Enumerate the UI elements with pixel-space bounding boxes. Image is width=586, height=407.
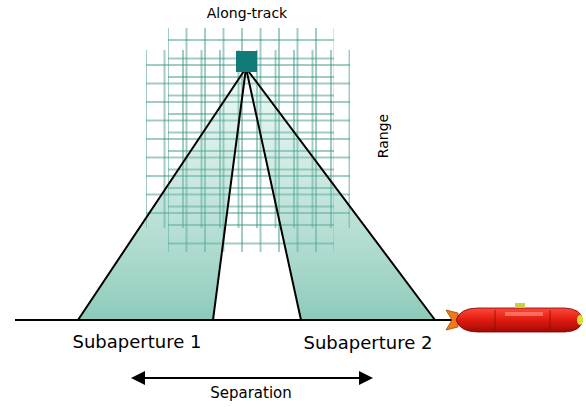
separation-arrow (131, 371, 373, 385)
axis-label: Range (376, 114, 390, 158)
beam-left (78, 68, 246, 320)
target-pixel (236, 51, 257, 72)
subaperture-label: Subaperture 2 (304, 334, 433, 352)
subaperture-label: Subaperture 1 (73, 333, 202, 351)
auv-vehicle (446, 303, 583, 332)
dimension-label: Separation (210, 386, 292, 401)
axis-label: Along-track (207, 6, 287, 20)
beam-right (246, 68, 435, 320)
track-line (15, 319, 452, 321)
